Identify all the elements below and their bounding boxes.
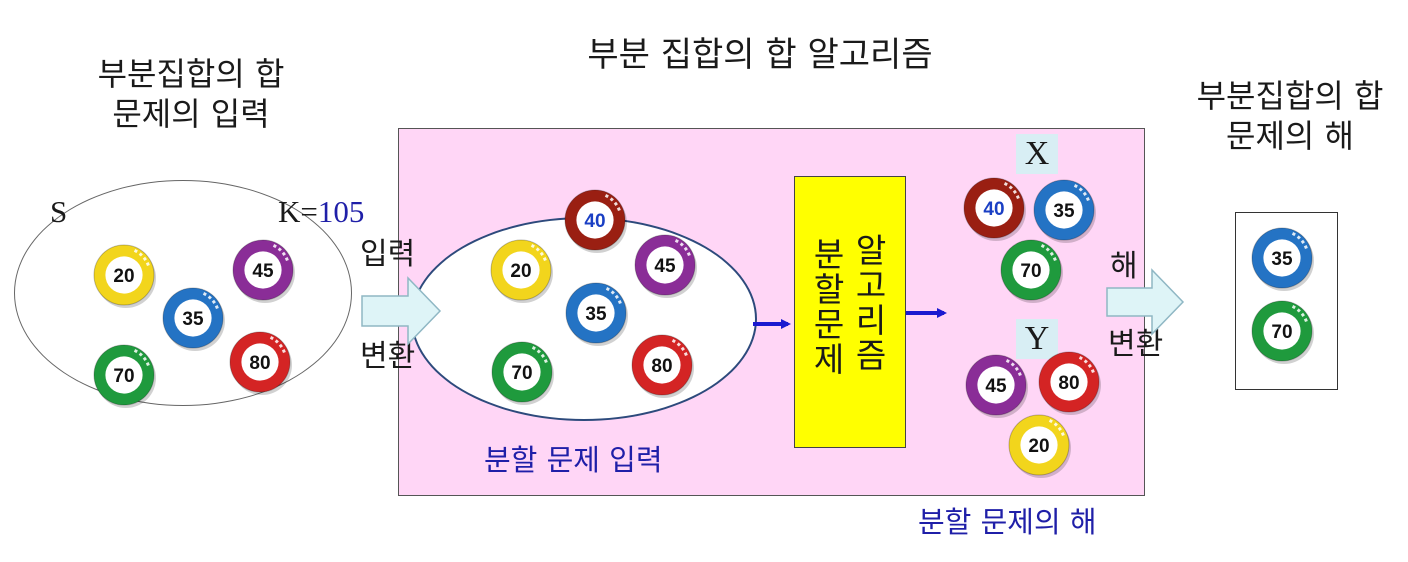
ball-number: 20 — [113, 266, 134, 287]
algo-char: 고 — [855, 266, 887, 305]
ball-80-red: 80 — [229, 331, 292, 395]
ball-40-darkred: 40 — [963, 177, 1026, 241]
k-target-label: K=105 — [278, 196, 364, 227]
output-arrow-label-bottom: 변환 — [1108, 327, 1164, 362]
algo-char: 제 — [813, 340, 845, 379]
algo-label-right-column: 알 고 리 즘 — [851, 233, 891, 373]
output-label-line-2: 문제의 해 — [1226, 117, 1354, 155]
sub-problem-algorithm-box: 분 할 문 제 알 고 리 즘 — [794, 176, 906, 448]
ball-number: 20 — [510, 261, 531, 282]
input-arrow-label-bottom: 변환 — [360, 339, 416, 374]
ball-number: 40 — [584, 211, 605, 232]
ball-80-red: 80 — [631, 334, 694, 398]
ball-45-purple: 45 — [634, 234, 697, 298]
input-label-line-2: 문제의 입력 — [112, 95, 270, 133]
output-transform-arrow — [1106, 268, 1185, 336]
ball-80-red: 80 — [1038, 351, 1101, 415]
diagram-title: 부분 집합의 합 알고리즘 — [587, 35, 933, 75]
algo-char: 문 — [813, 305, 845, 344]
ball-number: 35 — [1053, 201, 1075, 222]
input-transform-arrow — [361, 276, 442, 346]
ball-number: 45 — [252, 261, 274, 282]
ball-35-blue: 35 — [162, 287, 225, 351]
k-label-prefix: K= — [278, 194, 318, 229]
x-subset-label: X — [1016, 134, 1058, 174]
algo-char: 분 — [813, 235, 845, 274]
ball-number: 45 — [985, 376, 1007, 397]
algo-label-left-column: 분 할 문 제 — [809, 237, 849, 377]
ball-35-blue: 35 — [1033, 179, 1096, 243]
ball-70-green: 70 — [491, 341, 554, 405]
output-arrow-label-top: 해 — [1110, 249, 1138, 284]
ball-20-yellow: 20 — [490, 239, 553, 303]
ball-35-blue: 35 — [1251, 227, 1314, 291]
algo-char: 알 — [855, 231, 887, 270]
set-s-label: S — [50, 194, 68, 229]
k-value: 105 — [317, 194, 365, 229]
algo-char: 할 — [813, 270, 845, 309]
ball-45-purple: 45 — [965, 354, 1028, 418]
ball-number: 20 — [1028, 436, 1049, 457]
algo-char: 즘 — [855, 336, 887, 375]
ball-45-purple: 45 — [232, 239, 295, 303]
ball-number: 70 — [511, 363, 532, 384]
y-subset-label: Y — [1016, 319, 1058, 359]
ball-number: 80 — [1058, 373, 1079, 394]
sub-problem-input-label: 분할 문제 입력 — [484, 443, 663, 477]
ball-number: 35 — [585, 304, 607, 325]
input-arrow-label-top: 입력 — [360, 237, 416, 272]
ball-35-blue: 35 — [565, 282, 628, 346]
ball-70-green: 70 — [93, 344, 156, 408]
sub-problem-solution-label: 분할 문제의 해 — [918, 505, 1097, 539]
ball-20-yellow: 20 — [93, 244, 156, 308]
ball-number: 80 — [249, 353, 270, 374]
ball-20-yellow: 20 — [1008, 414, 1071, 478]
ball-40-darkred: 40 — [564, 189, 627, 253]
ball-number: 40 — [983, 199, 1004, 220]
ball-number: 35 — [182, 309, 204, 330]
output-label-line-1: 부분집합의 합 — [1196, 77, 1384, 115]
ball-number: 70 — [113, 366, 134, 387]
ball-number: 70 — [1020, 261, 1041, 282]
ball-number: 80 — [651, 356, 672, 377]
input-label-line-1: 부분집합의 합 — [97, 55, 285, 93]
ball-number: 70 — [1271, 322, 1292, 343]
algo-char: 리 — [855, 301, 887, 340]
ball-70-green: 70 — [1000, 239, 1063, 303]
ball-70-green: 70 — [1251, 300, 1314, 364]
ball-number: 35 — [1271, 249, 1293, 270]
ball-number: 45 — [654, 256, 676, 277]
